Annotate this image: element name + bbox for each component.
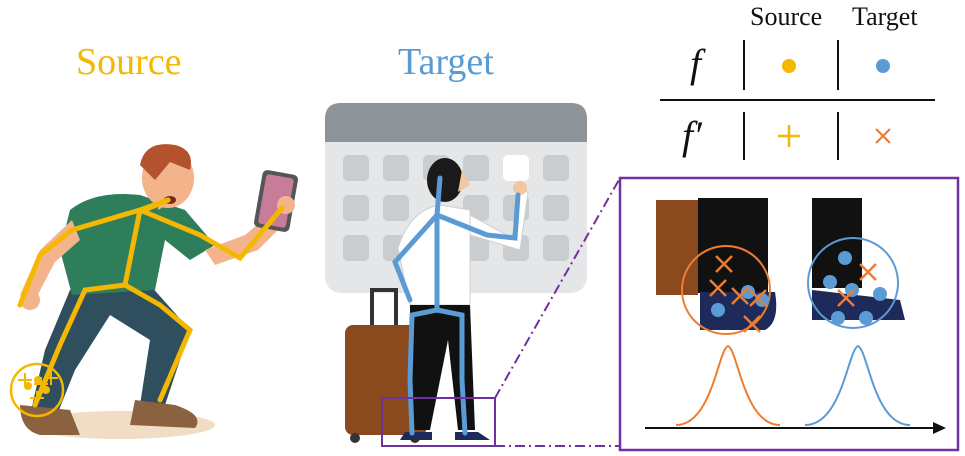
source-keypoint-dots [24, 376, 50, 394]
source-keypoint-plus [18, 371, 58, 405]
zoom-panel [618, 176, 960, 452]
zoom-source-box [381, 397, 496, 447]
legend-header-target: Target [852, 2, 918, 31]
source-distribution-curve [675, 344, 781, 426]
phone-screen [258, 174, 294, 228]
legend-target-dot [876, 59, 890, 73]
arm-left [20, 220, 80, 302]
shirt [397, 204, 471, 306]
source-keypoint-region [9, 362, 65, 418]
pant-leg [698, 198, 768, 293]
shirt [60, 194, 215, 295]
legend-row-f-label: f [690, 41, 702, 86]
calendar-header [325, 103, 587, 142]
shoe-right [130, 400, 198, 428]
shoe-left [400, 432, 432, 440]
suitcase-handle [370, 288, 398, 332]
target-prediction-region [807, 237, 899, 329]
head [427, 158, 463, 202]
legend-row-fprime-label: f′ [682, 113, 702, 158]
pants [30, 285, 190, 420]
shoe-right [455, 432, 490, 440]
calendar-selected-day [503, 155, 529, 181]
shoe-left [20, 405, 80, 435]
hand-right [513, 181, 527, 195]
legend-source-plus [778, 125, 800, 147]
pant-leg [812, 198, 862, 288]
legend-table [660, 40, 935, 160]
source-person [9, 144, 298, 439]
axis-arrow-icon [933, 422, 946, 434]
target-title: Target [398, 41, 494, 83]
wheel [350, 433, 360, 443]
target-distribution-curve [804, 344, 911, 426]
target-region-crosses [837, 263, 877, 307]
hair [140, 144, 191, 180]
source-prediction-region [681, 245, 771, 335]
suitcase-detail [656, 200, 698, 295]
zoom-connector [494, 177, 621, 447]
target-region-dots [823, 251, 887, 325]
legend-source-dot [782, 59, 796, 73]
legend-header-source: Source [750, 2, 823, 31]
target-skeleton [392, 175, 521, 436]
face [458, 170, 470, 192]
legend-target-cross [875, 128, 891, 144]
target-scene [325, 103, 587, 447]
source-title: Source [76, 41, 182, 83]
source-skeleton [17, 197, 285, 408]
suitcase [345, 325, 427, 435]
source-region-crosses [709, 255, 767, 333]
